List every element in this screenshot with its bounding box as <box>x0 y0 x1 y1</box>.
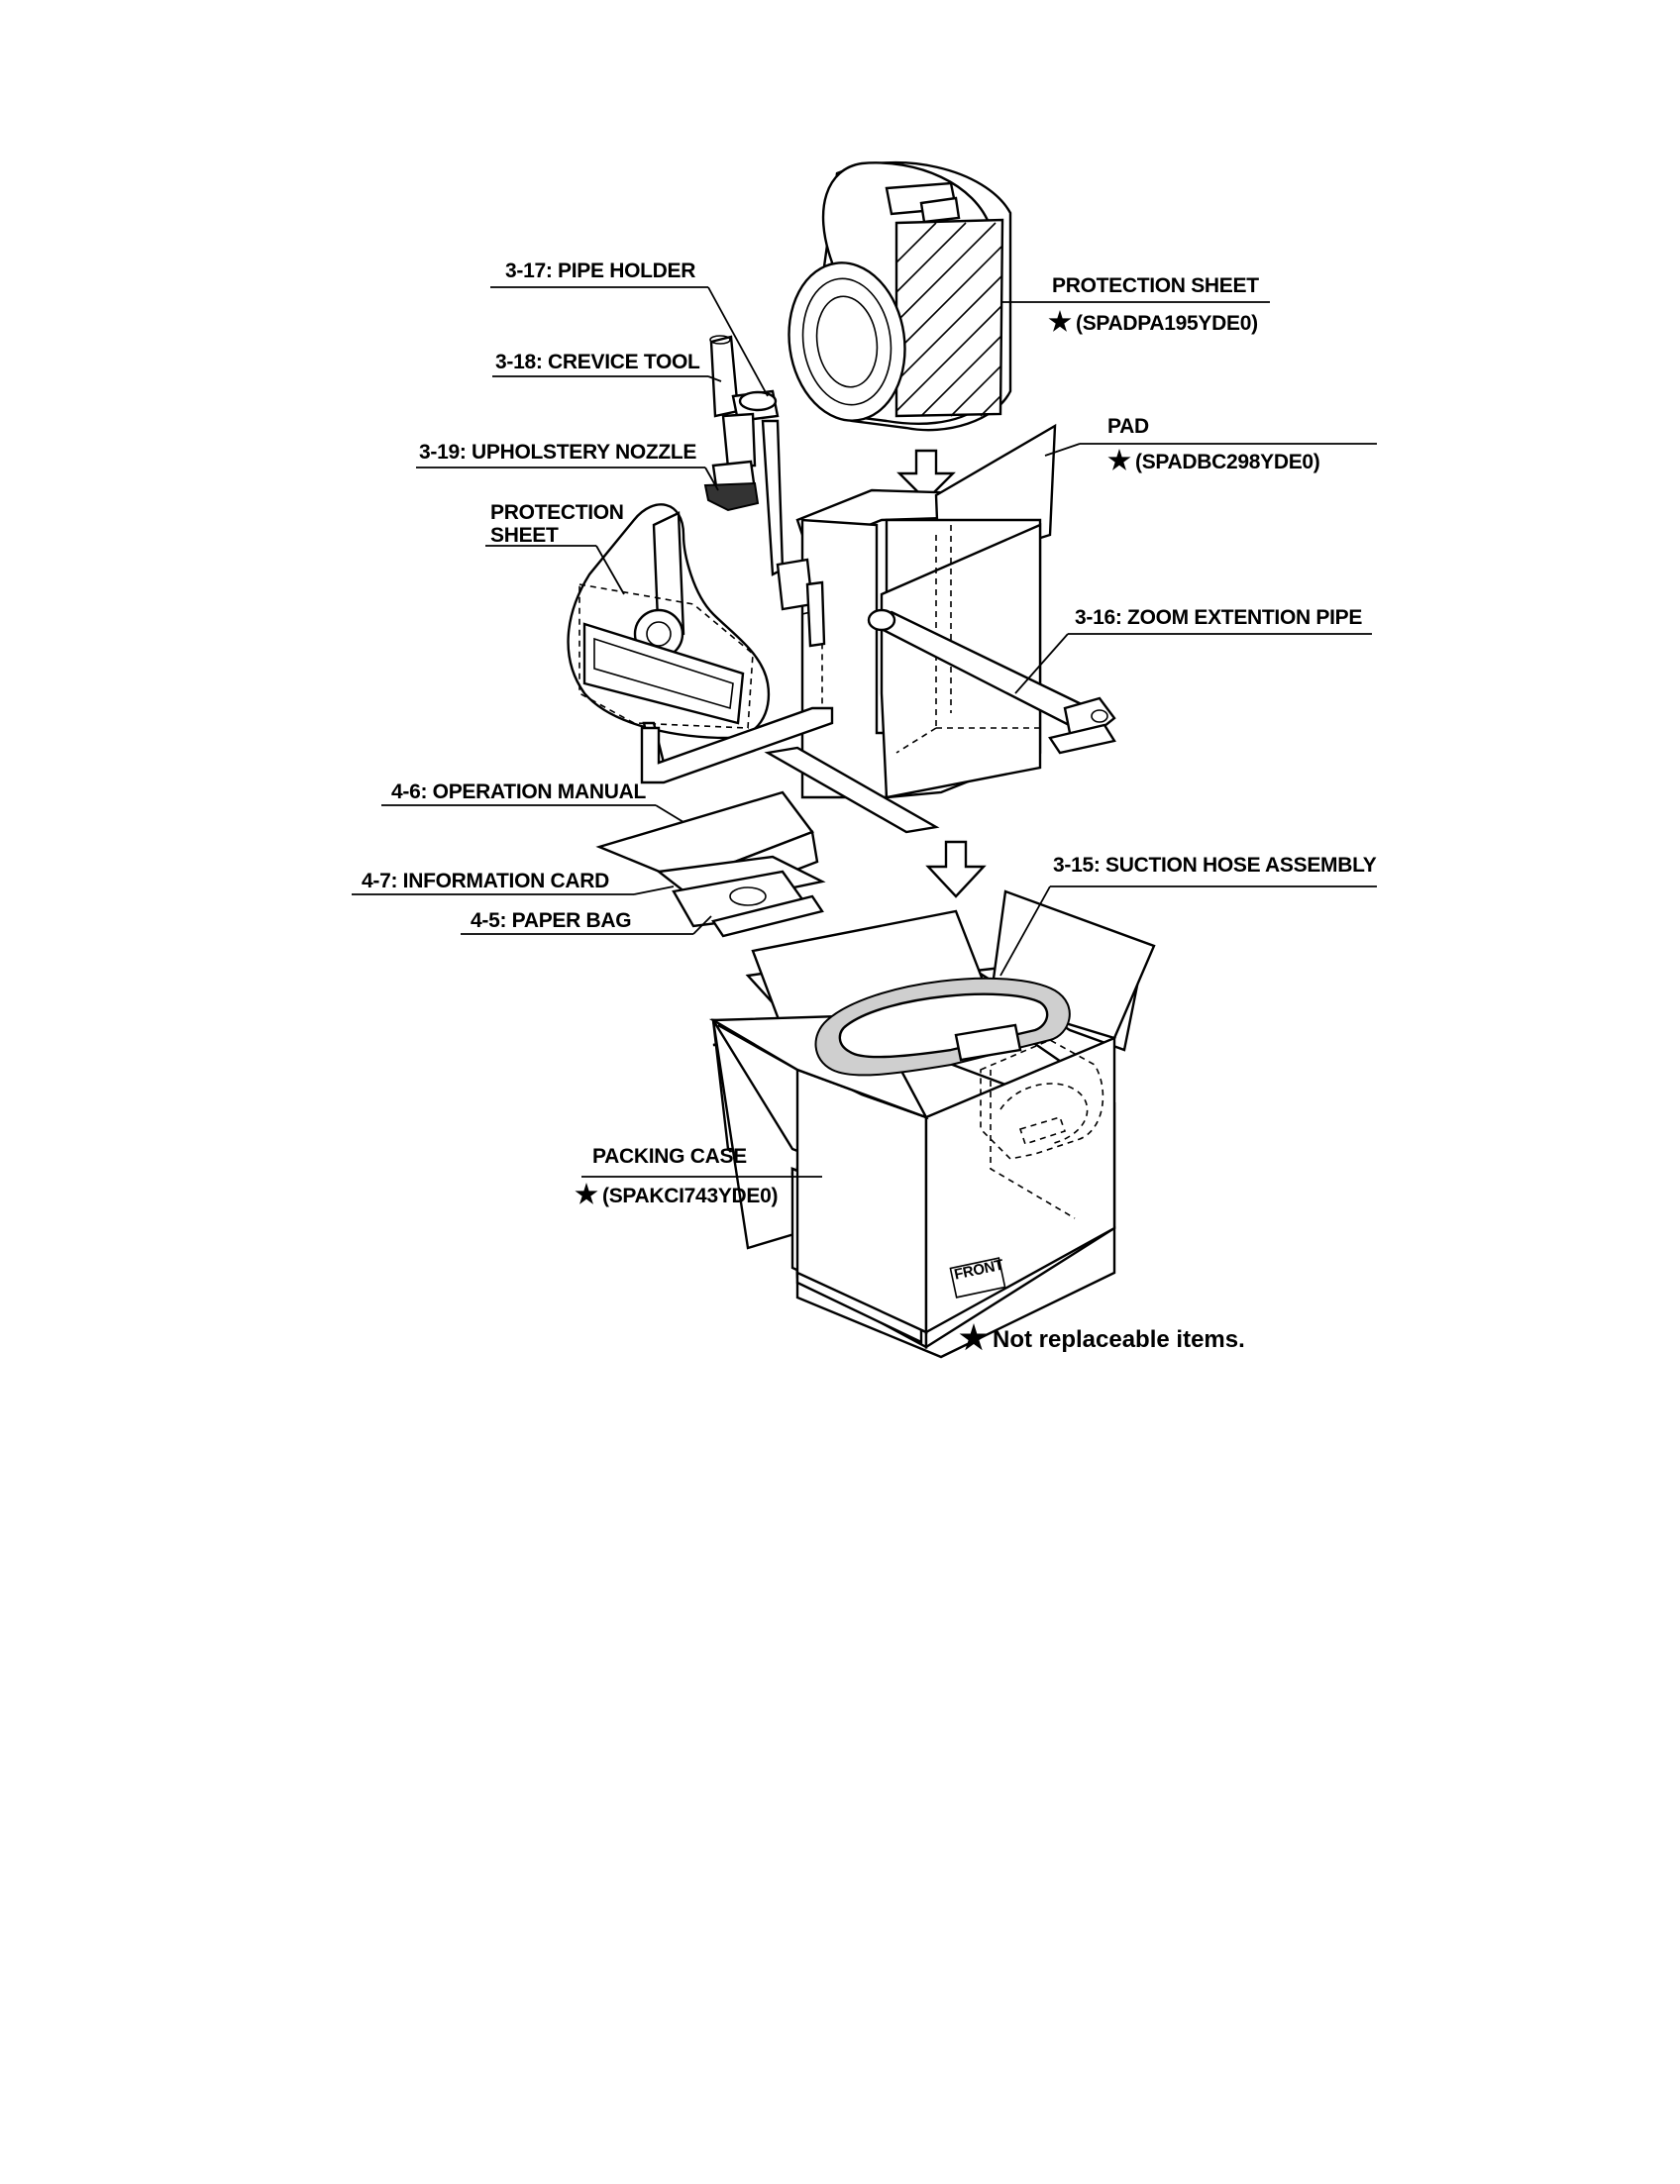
star-icon <box>1048 310 1072 332</box>
box <box>708 889 1156 1335</box>
vacuum-body <box>788 161 1012 432</box>
label-protection-sheet-left-line2: SHEET <box>490 524 559 547</box>
label-crevice-tool: 3-18: CREVICE TOOL <box>495 351 700 373</box>
label-upholstery-nozzle: 3-19: UPHOLSTERY NOZZLE <box>419 441 697 464</box>
documents-drawing <box>595 790 826 938</box>
label-information-card: 4-7: INFORMATION CARD <box>362 870 609 892</box>
arrow-down-1 <box>896 449 956 502</box>
star-icon <box>959 1323 989 1351</box>
zoom-pipe-drawing <box>867 608 1116 755</box>
leader-lines <box>352 286 1377 1178</box>
label-pad-code: (SPADBC298YDE0) <box>1107 449 1320 472</box>
note-not-replaceable: Not replaceable items. <box>959 1323 1245 1353</box>
star-icon <box>575 1183 598 1204</box>
connector-bar <box>640 706 834 784</box>
label-zoom-pipe: 3-16: ZOOM EXTENTION PIPE <box>1075 606 1363 629</box>
label-pad: PAD <box>1107 415 1149 438</box>
floor-nozzle-drawing <box>567 503 771 765</box>
front-stamp-box <box>949 1257 1006 1299</box>
accessory-tools-drawing <box>703 335 826 648</box>
label-suction-hose: 3-15: SUCTION HOSE ASSEMBLY <box>1053 854 1377 877</box>
label-paper-bag: 4-5: PAPER BAG <box>471 909 632 932</box>
label-protection-sheet-top-code: (SPADPA195YDE0) <box>1048 310 1258 334</box>
label-operation-manual: 4-6: OPERATION MANUAL <box>391 780 646 803</box>
card-strip <box>764 746 940 834</box>
label-packing-case: PACKING CASE <box>592 1145 747 1168</box>
label-protection-sheet-top: PROTECTION SHEET <box>1052 274 1259 297</box>
label-pipe-holder: 3-17: PIPE HOLDER <box>505 260 696 282</box>
arrow-down-3 <box>925 840 987 898</box>
label-packing-case-code: (SPAKCI743YDE0) <box>575 1183 778 1206</box>
label-protection-sheet-left-line1: PROTECTION <box>490 501 624 524</box>
star-icon <box>1107 449 1131 470</box>
